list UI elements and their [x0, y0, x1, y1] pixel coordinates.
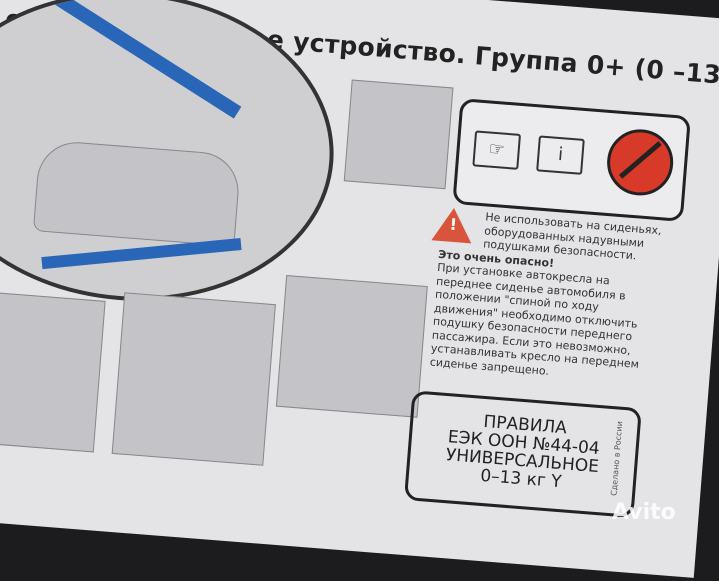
- book-info-icon: i: [536, 135, 585, 175]
- pictogram-box: ☞ i: [452, 98, 691, 222]
- warning-body: При установке автокресла на переднее сид…: [429, 260, 640, 378]
- seat-belt: [14, 0, 242, 119]
- rules-box: ПРАВИЛА ЕЭК ООН №44-04 УНИВЕРСАЛЬНОЕ 0–1…: [403, 390, 642, 518]
- illustration-carrier-on-seat: [275, 274, 428, 418]
- infant-carrier: [32, 139, 242, 247]
- illustration-buckle: [0, 290, 106, 453]
- avito-watermark: Avito: [612, 500, 676, 525]
- lap-belt: [41, 238, 242, 270]
- no-airbag-icon: [604, 126, 676, 198]
- book-hand-icon: ☞: [472, 130, 522, 170]
- illustration-belt-clip: [343, 79, 454, 190]
- warning-icon: !: [431, 206, 474, 244]
- warning-text: ! Не использовать на сиденьях, оборудова…: [429, 206, 666, 386]
- illustration-buckle-2: [111, 292, 276, 466]
